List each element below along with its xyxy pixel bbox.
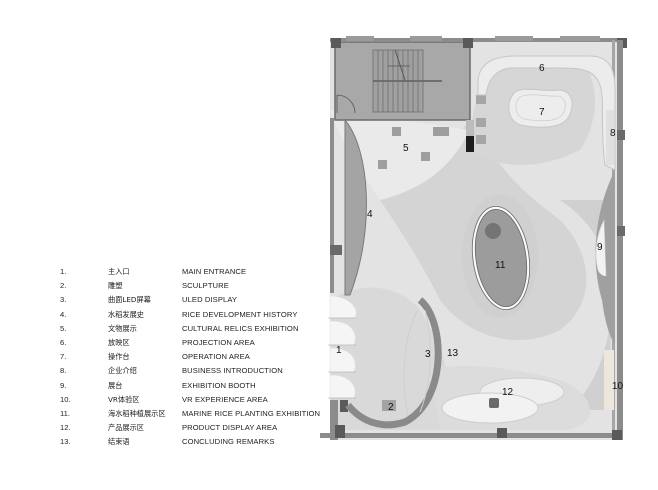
- legend-chinese: 企业介绍: [108, 366, 137, 376]
- legend-number: 9.: [60, 380, 67, 390]
- legend-chinese: 海水稻种植展示区: [108, 408, 166, 418]
- main-entrance: [329, 295, 357, 399]
- legend-item: 13. 结束语 CONCLUDING REMARKS: [60, 435, 330, 449]
- legend-item: 6. 放映区 PROJECTION AREA: [60, 336, 330, 350]
- legend-english: PROJECTION AREA: [182, 337, 255, 347]
- door-swing: [336, 94, 356, 114]
- top-wall: [330, 38, 620, 42]
- legend-chinese: 结束语: [108, 437, 130, 447]
- column: [335, 425, 345, 438]
- label-10: 10: [612, 381, 624, 392]
- label-4: 4: [367, 209, 373, 220]
- legend-number: 13.: [60, 437, 71, 447]
- legend-chinese: VR体验区: [108, 394, 140, 404]
- legend-english: EXHIBITION BOOTH: [182, 380, 256, 390]
- legend-chinese: 水稻发展史: [108, 309, 144, 319]
- rice-history-wall: [344, 118, 367, 296]
- column: [497, 428, 507, 438]
- legend-number: 6.: [60, 337, 67, 347]
- floor-band: [330, 287, 451, 430]
- legend-english: VR EXPERIENCE AREA: [182, 394, 268, 404]
- uled-display: [403, 309, 419, 416]
- label-3: 3: [425, 349, 431, 360]
- legend-item: 9. 展台 EXHIBITION BOOTH: [60, 379, 330, 393]
- vr-area: [604, 350, 614, 410]
- legend-english: CULTURAL RELICS EXHIBITION: [182, 323, 299, 333]
- legend-chinese: 放映区: [108, 337, 130, 347]
- legend-item: 1. 主入口 MAIN ENTRANCE: [60, 265, 330, 279]
- column: [331, 38, 341, 48]
- legend-number: 5.: [60, 323, 67, 333]
- label-7: 7: [539, 107, 545, 118]
- sculpture: [382, 400, 396, 411]
- legend-number: 8.: [60, 366, 67, 376]
- legend-english: BUSINESS INTRODUCTION: [182, 366, 283, 376]
- column: [617, 226, 625, 236]
- operation-area: [508, 88, 573, 128]
- legend-number: 7.: [60, 352, 67, 362]
- left-wall: [330, 118, 334, 293]
- legend-chinese: 雕塑: [108, 281, 123, 291]
- legend-english: SCULPTURE: [182, 281, 229, 291]
- legend: 1. 主入口 MAIN ENTRANCE 2. 雕塑 SCULPTURE 3. 曲面LED…: [60, 265, 330, 449]
- legend-english: CONCLUDING REMARKS: [182, 437, 275, 447]
- legend-chinese: 产品展示区: [108, 423, 144, 433]
- legend-item: 3. 曲面LED屏幕 ULED DISPLAY: [60, 293, 330, 307]
- legend-item: 4. 水稻发展史 RICE DEVELOPMENT HISTORY: [60, 308, 330, 322]
- relic-cases: [378, 127, 449, 169]
- planting-column: [485, 223, 501, 239]
- column: [617, 130, 625, 140]
- bottom-wall: [320, 433, 620, 438]
- label-13: 13: [447, 348, 459, 359]
- legend-chinese: 文物展示: [108, 323, 137, 333]
- legend-english: MAIN ENTRANCE: [182, 267, 247, 276]
- legend-number: 1.: [60, 267, 67, 276]
- legend-number: 3.: [60, 295, 67, 305]
- legend-english: PRODUCT DISPLAY AREA: [182, 423, 278, 433]
- column: [330, 245, 342, 255]
- label-12: 12: [502, 387, 514, 398]
- label-6: 6: [539, 63, 545, 74]
- legend-number: 12.: [60, 423, 71, 433]
- legend-chinese: 操作台: [108, 352, 130, 362]
- legend-english: OPERATION AREA: [182, 352, 250, 362]
- label-1: 1: [336, 345, 342, 356]
- legend-item: 5. 文物展示 CULTURAL RELICS EXHIBITION: [60, 322, 330, 336]
- label-5: 5: [403, 143, 409, 154]
- product-column: [489, 398, 499, 408]
- legend-number: 4.: [60, 309, 67, 319]
- left-wall: [330, 400, 338, 440]
- legend-english: MARINE RICE PLANTING EXHIBITION: [182, 408, 321, 418]
- legend-number: 11.: [60, 408, 70, 418]
- legend-chinese: 曲面LED屏幕: [108, 295, 151, 305]
- legend-item: 2. 雕塑 SCULPTURE: [60, 279, 330, 293]
- column: [340, 400, 348, 412]
- stairs: [372, 49, 442, 113]
- legend-english: RICE DEVELOPMENT HISTORY: [182, 309, 298, 319]
- legend-number: 2.: [60, 281, 67, 291]
- legend-item: 7. 操作台 OPERATION AREA: [60, 350, 330, 364]
- label-2: 2: [388, 402, 394, 413]
- column: [612, 430, 622, 440]
- legend-english: ULED DISPLAY: [182, 295, 238, 305]
- legend-item: 8. 企业介绍 BUSINESS INTRODUCTION: [60, 364, 330, 378]
- label-8: 8: [610, 128, 616, 139]
- legend-item: 12. 产品展示区 PRODUCT DISPLAY AREA: [60, 421, 330, 435]
- exhibition-booth: [595, 218, 607, 277]
- legend-chinese: 主入口: [108, 267, 130, 276]
- legend-item: 11. 海水稻种植展示区 MARINE RICE PLANTING EXHIBITI…: [60, 407, 330, 421]
- legend-chinese: 展台: [108, 380, 123, 390]
- dark-panel: [466, 136, 474, 152]
- legend-number: 10.: [60, 394, 71, 404]
- label-11: 11: [495, 260, 506, 271]
- curved-wall: [345, 297, 442, 429]
- legend-item: 10. VR体验区 VR EXPERIENCE AREA: [60, 393, 330, 407]
- column: [463, 38, 473, 48]
- right-wall: [617, 40, 623, 440]
- projection-area: [477, 55, 616, 171]
- label-9: 9: [597, 242, 603, 253]
